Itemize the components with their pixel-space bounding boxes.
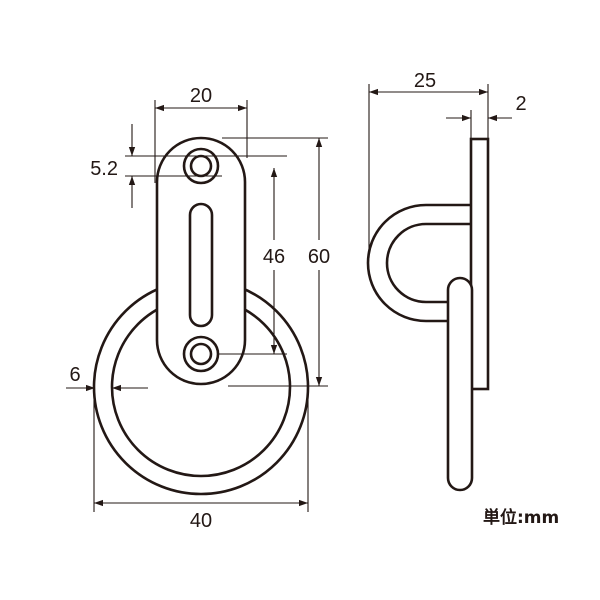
mounting-plate (155, 136, 247, 386)
front-view (92, 136, 310, 496)
dim-side-depth: 25 (414, 70, 436, 92)
side-plate (469, 137, 490, 391)
side-bracket-inner (385, 222, 471, 304)
top-hole-outer (182, 147, 220, 185)
dim-hole-diameter: 5.2 (90, 158, 118, 180)
front-dimensions: 20 5.2 46 60 6 40 (66, 85, 338, 532)
dim-plate-thickness: 2 (515, 93, 526, 115)
dim-plate-height: 60 (308, 246, 330, 268)
dim-hole-spacing: 46 (263, 246, 285, 268)
dim-ring-diameter: 40 (190, 510, 212, 532)
dim-plate-width: 20 (190, 85, 212, 107)
center-slot (188, 202, 214, 328)
dim-ring-wire: 6 (69, 364, 80, 386)
side-dimensions: 25 2 (368, 70, 527, 258)
side-view (366, 137, 490, 492)
side-ring (446, 276, 474, 492)
side-bracket (366, 203, 471, 323)
bottom-hole-inner (189, 342, 213, 366)
unit-label: 単位:mm (483, 507, 559, 528)
